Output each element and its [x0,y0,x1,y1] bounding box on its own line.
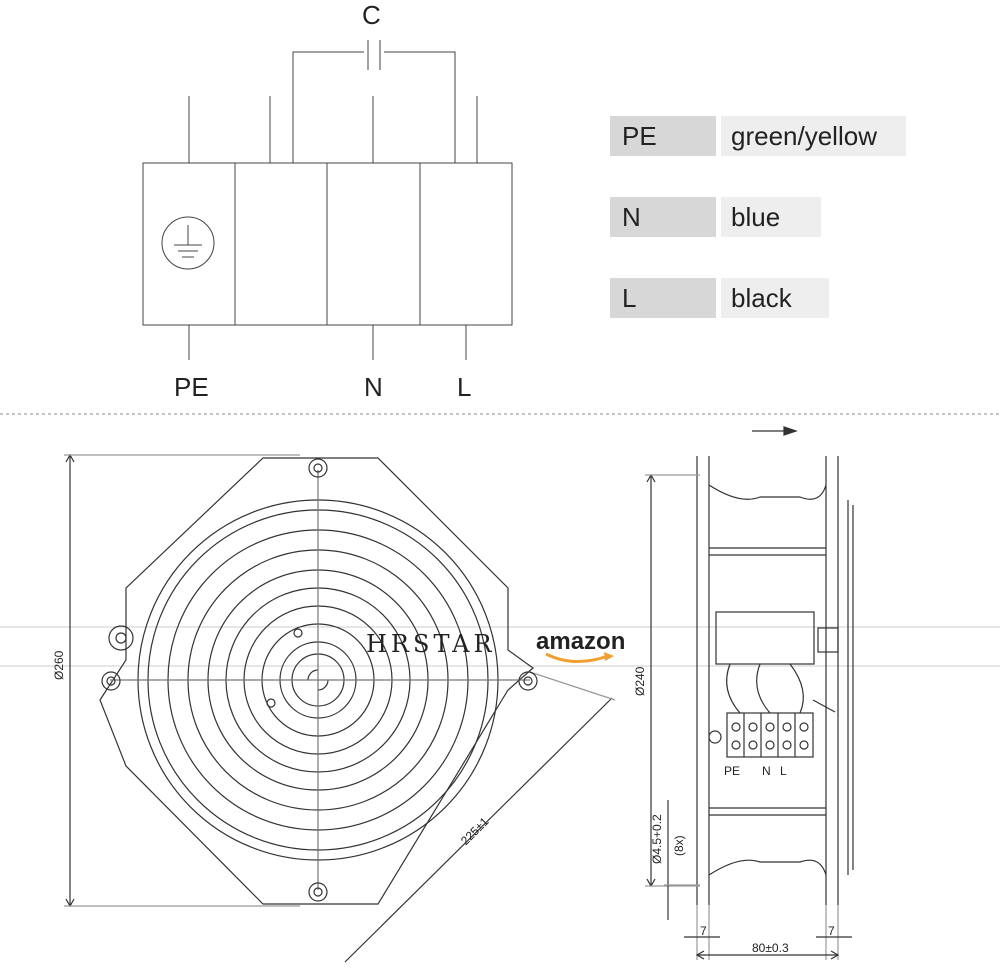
amazon-logo-text: amazon [536,628,626,655]
amazon-logo: amazon [536,628,626,664]
dim-height-label: Ø260 [52,650,66,680]
side-terminal-n: N [762,764,771,778]
dim-left-label: 7 [700,924,707,938]
fan-side-view [645,426,854,960]
ground-icon [161,216,215,270]
dim-diameter-label: Ø240 [633,666,647,696]
fan-front-view [64,453,616,963]
amazon-smile-icon [545,652,614,664]
brand-watermark: HRSTAR [366,630,496,658]
capacitor-label: C [362,0,381,30]
side-terminal-l: L [780,764,787,778]
terminal-label-n: N [364,372,383,402]
terminal-label-l: L [457,372,472,402]
dim-right-label: 7 [828,924,835,938]
legend-code-l: L [610,278,716,318]
terminal-label-pe: PE [174,372,209,402]
legend-color-n: blue [721,197,821,237]
dim-depth-label: 80±0.3 [752,941,789,955]
legend-color-l: black [721,278,829,318]
legend-code-n: N [610,197,716,237]
dim-hole-count-label: (8x) [672,835,686,856]
legend-color-pe: green/yellow [721,116,906,156]
legend-code-pe: PE [610,116,716,156]
dim-hole-label: Ø4.5+0.2 [650,814,664,864]
side-terminal-pe: PE [724,764,741,778]
